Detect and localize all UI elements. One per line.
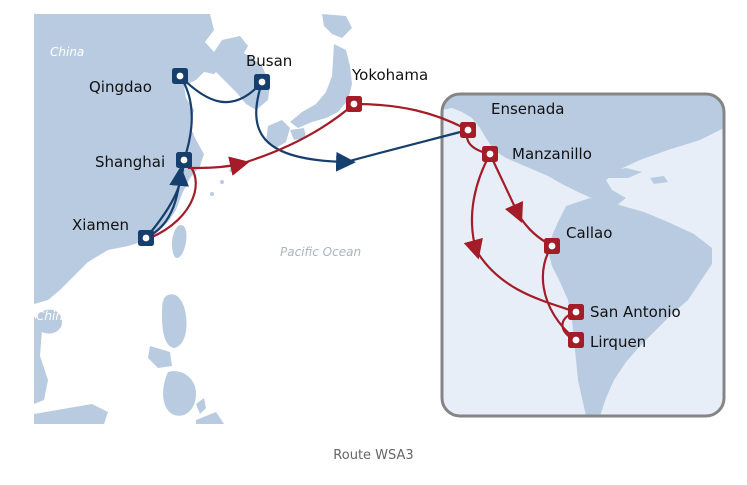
port-marker-san-antonio[interactable]	[568, 304, 584, 320]
port-label-lirquen: Lirquen	[590, 333, 646, 351]
port-label-ensenada: Ensenada	[491, 100, 564, 118]
route-yokohama-west	[239, 103, 355, 166]
route-qingdao-busan	[179, 75, 263, 104]
port-label-qingdao: Qingdao	[89, 78, 152, 96]
port-label-san-antonio: San Antonio	[590, 303, 681, 321]
route-shanghai-xiamen-red	[149, 161, 197, 240]
route-to-manzanillo	[463, 153, 491, 260]
port-marker-ensenada[interactable]	[460, 122, 476, 138]
port-marker-busan[interactable]	[254, 74, 270, 90]
americas-landmass	[442, 94, 724, 416]
region-label-china-lower: China	[36, 309, 70, 323]
port-labels: Qingdao Busan Yokohama Shanghai Xiamen E…	[72, 52, 681, 351]
port-marker-shanghai[interactable]	[176, 152, 192, 168]
map-caption: Route WSA3	[333, 448, 414, 463]
asia-landmass	[34, 14, 352, 424]
route-busan-pacific	[255, 81, 356, 172]
region-label-china: China	[50, 45, 84, 59]
route-sanantonio-north	[475, 249, 577, 314]
americas-inset	[440, 92, 726, 418]
route-yokohama-ensenada	[353, 102, 469, 131]
route-pacific-ensenada	[345, 128, 469, 164]
port-label-shanghai: Shanghai	[95, 153, 165, 171]
port-marker-xiamen[interactable]	[138, 230, 154, 246]
port-label-xiamen: Xiamen	[72, 216, 129, 234]
port-label-yokohama: Yokohama	[351, 66, 428, 84]
route-americas-lines	[149, 102, 577, 342]
port-label-busan: Busan	[246, 52, 292, 70]
port-label-callao: Callao	[566, 224, 612, 242]
port-markers	[138, 68, 584, 348]
port-marker-lirquen[interactable]	[568, 332, 584, 348]
port-label-manzanillo: Manzanillo	[512, 145, 592, 163]
port-marker-callao[interactable]	[544, 238, 560, 254]
port-marker-yokohama[interactable]	[346, 96, 362, 112]
port-marker-manzanillo[interactable]	[482, 146, 498, 162]
port-marker-qingdao[interactable]	[172, 68, 188, 84]
ocean-label: Pacific Ocean	[280, 245, 361, 259]
